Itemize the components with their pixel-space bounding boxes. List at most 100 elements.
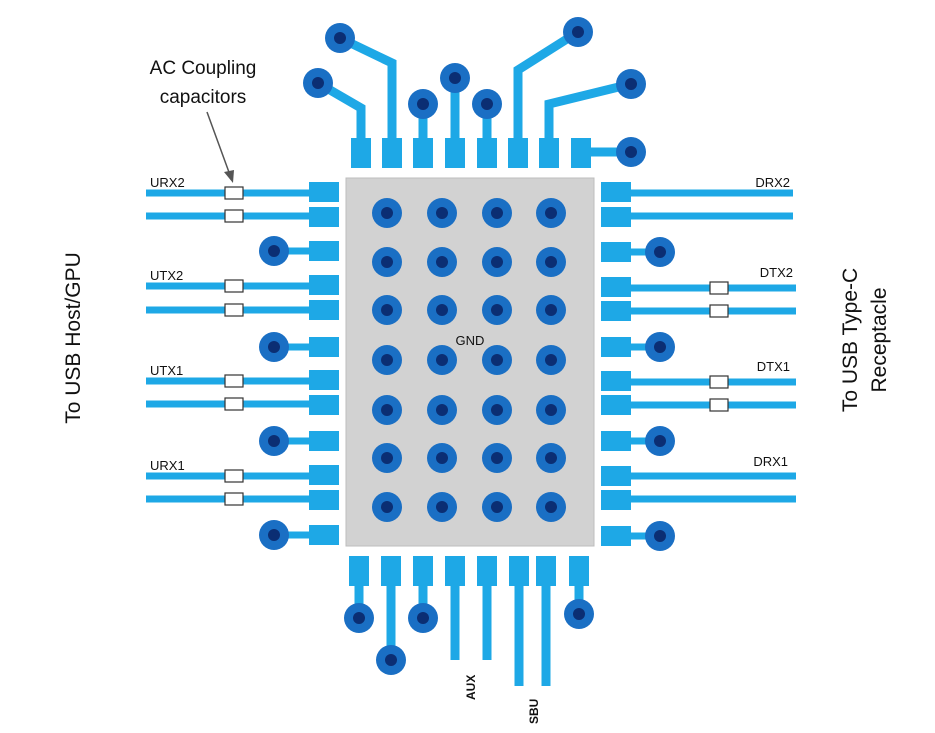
left-pin xyxy=(309,207,339,227)
via xyxy=(645,426,675,456)
annotation-line-2: capacitors xyxy=(160,87,247,108)
right-pin xyxy=(601,526,631,546)
via xyxy=(344,603,374,633)
top-pin xyxy=(539,138,559,168)
sbu-label: SBU xyxy=(527,699,541,724)
right-pin xyxy=(601,431,631,451)
top-pin xyxy=(351,138,371,168)
via xyxy=(376,645,406,675)
ground-via xyxy=(372,295,402,325)
right-pin xyxy=(601,207,631,227)
ac-coupling-capacitor xyxy=(224,374,244,388)
ground-via xyxy=(372,247,402,277)
left-pin xyxy=(309,241,339,261)
top-pin xyxy=(508,138,528,168)
left-pin xyxy=(309,465,339,485)
ground-via xyxy=(482,395,512,425)
right-pin xyxy=(601,301,631,321)
ac-coupling-capacitor xyxy=(224,279,244,293)
via xyxy=(259,426,289,456)
right-pin xyxy=(601,337,631,357)
ac-coupling-capacitor xyxy=(224,469,244,483)
right-pin xyxy=(601,395,631,415)
ac-coupling-capacitor xyxy=(224,186,244,200)
left-pin xyxy=(309,370,339,390)
left-pin xyxy=(309,525,339,545)
bottom-pin xyxy=(413,556,433,586)
ground-via xyxy=(536,345,566,375)
ground-via xyxy=(482,443,512,473)
utx1-label: UTX1 xyxy=(150,363,183,378)
ground-via xyxy=(482,492,512,522)
left-pin-group: URX2 UTX2 UTX1 URX1 xyxy=(146,175,339,550)
bottom-pin xyxy=(509,556,529,586)
urx1-label: URX1 xyxy=(150,458,185,473)
aux-label: AUX xyxy=(464,675,478,700)
via xyxy=(616,137,646,167)
top-pin xyxy=(571,138,591,168)
bottom-pin xyxy=(381,556,401,586)
left-pin xyxy=(309,275,339,295)
left-pin xyxy=(309,337,339,357)
ground-via xyxy=(536,198,566,228)
ac-coupling-capacitor xyxy=(709,375,729,389)
ground-via xyxy=(372,395,402,425)
bottom-pin xyxy=(445,556,465,586)
top-pin-group xyxy=(303,17,646,168)
left-pin xyxy=(309,182,339,202)
ground-via xyxy=(482,295,512,325)
dtx2-label: DTX2 xyxy=(760,265,793,280)
annotation-arrow-line xyxy=(206,111,231,176)
ac-coupling-capacitor xyxy=(709,281,729,295)
annotation-arrowhead xyxy=(224,170,234,183)
via xyxy=(616,69,646,99)
drx1-label: DRX1 xyxy=(753,454,788,469)
ac-coupling-capacitor xyxy=(224,303,244,317)
left-pin xyxy=(309,431,339,451)
right-pin-group: DRX2 DTX2 DTX1 DRX1 xyxy=(601,175,796,551)
via xyxy=(472,89,502,119)
ground-via xyxy=(482,247,512,277)
bottom-pin-group: AUX SBU xyxy=(344,556,594,724)
via xyxy=(408,603,438,633)
bottom-pin xyxy=(536,556,556,586)
ground-via-grid xyxy=(372,198,566,522)
drx2-label: DRX2 xyxy=(755,175,790,190)
top-pin xyxy=(382,138,402,168)
ground-via xyxy=(372,443,402,473)
ground-via xyxy=(536,443,566,473)
ground-via xyxy=(536,395,566,425)
receptacle-side-label-line-1: To USB Type-C xyxy=(839,268,862,412)
via xyxy=(563,17,593,47)
ground-via xyxy=(427,247,457,277)
ac-coupling-annotation: AC Coupling capacitors xyxy=(150,58,256,183)
via xyxy=(440,63,470,93)
via xyxy=(645,332,675,362)
dtx1-label: DTX1 xyxy=(757,359,790,374)
via xyxy=(303,68,333,98)
right-pin xyxy=(601,466,631,486)
ac-coupling-capacitor xyxy=(224,209,244,223)
receptacle-side-label-line-2: Receptacle xyxy=(868,287,891,392)
right-pin xyxy=(601,182,631,202)
via xyxy=(259,236,289,266)
right-pin xyxy=(601,490,631,510)
ground-via xyxy=(427,345,457,375)
ac-coupling-capacitor xyxy=(709,304,729,318)
ground-via xyxy=(427,198,457,228)
ground-via xyxy=(536,247,566,277)
ground-via xyxy=(536,295,566,325)
ground-via xyxy=(482,345,512,375)
via xyxy=(259,332,289,362)
top-pin xyxy=(413,138,433,168)
left-pin xyxy=(309,300,339,320)
top-traces xyxy=(315,28,633,157)
urx2-label: URX2 xyxy=(150,175,185,190)
ground-via xyxy=(482,198,512,228)
left-pin xyxy=(309,490,339,510)
ground-via xyxy=(427,492,457,522)
via xyxy=(645,237,675,267)
bottom-pin xyxy=(477,556,497,586)
via xyxy=(325,23,355,53)
